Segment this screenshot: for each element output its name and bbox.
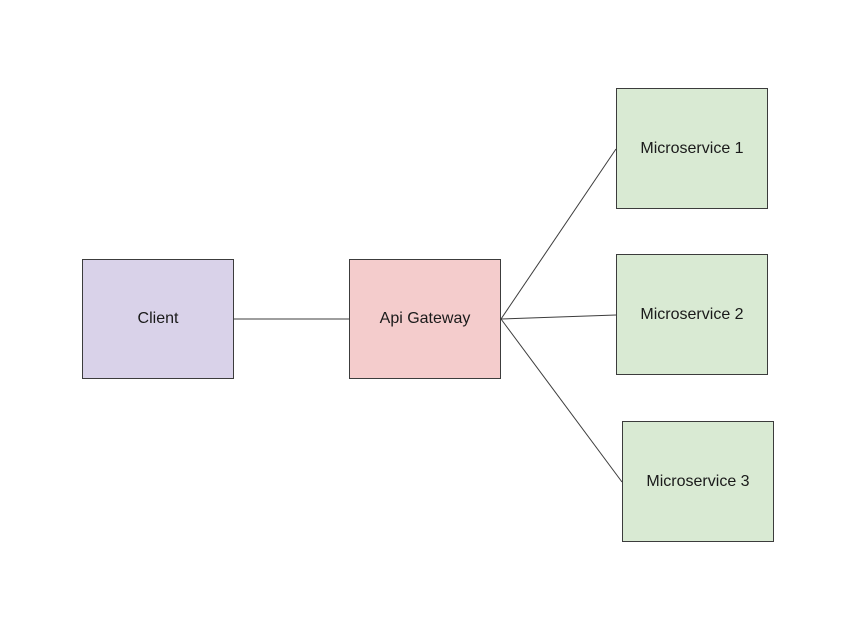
microservice-1-node: Microservice 1 bbox=[616, 88, 768, 209]
edge-gateway-ms1 bbox=[500, 148, 617, 320]
client-label: Client bbox=[137, 310, 179, 327]
client-node: Client bbox=[82, 259, 234, 379]
api-gateway-node: Api Gateway bbox=[349, 259, 501, 379]
edge-gateway-ms3 bbox=[500, 318, 623, 483]
api-gateway-label: Api Gateway bbox=[379, 310, 471, 327]
microservice-2-label: Microservice 2 bbox=[640, 305, 744, 323]
microservice-3-node: Microservice 3 bbox=[622, 421, 774, 542]
edge-gateway-ms2 bbox=[500, 314, 617, 320]
microservice-3-label: Microservice 3 bbox=[646, 472, 750, 490]
microservice-2-node: Microservice 2 bbox=[616, 254, 768, 375]
microservice-1-label: Microservice 1 bbox=[640, 139, 744, 157]
